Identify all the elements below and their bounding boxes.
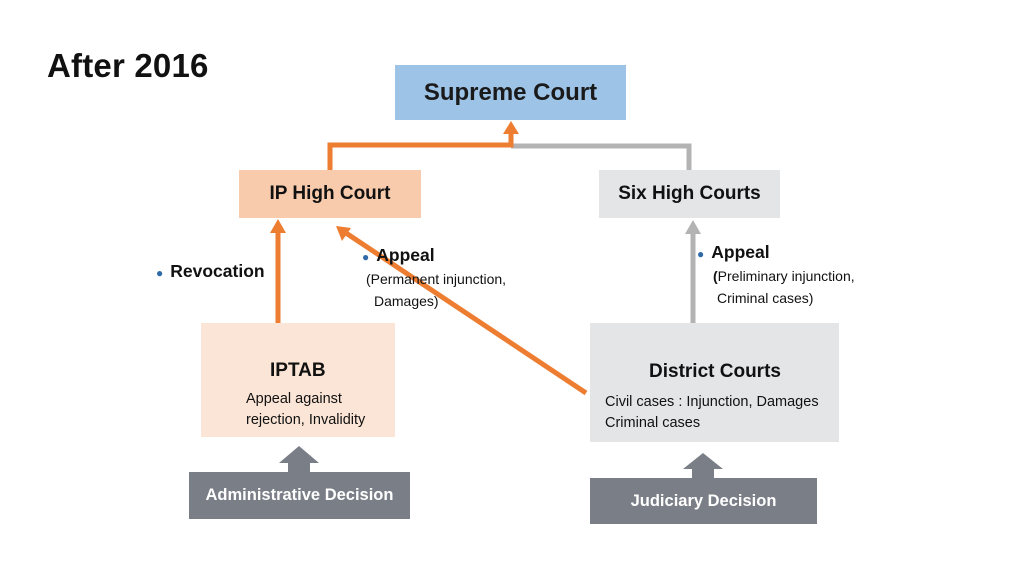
district-line1: Civil cases : Injunction, Damages (605, 394, 819, 410)
bullet-icon: ● (697, 247, 705, 261)
iptab-title: IPTAB (270, 360, 326, 381)
gray-connector-sixhigh-supreme (511, 143, 692, 170)
iptab-description: Appeal against rejection, Invalidity (246, 389, 365, 431)
district-line2: Criminal cases (605, 415, 701, 431)
iptab-line1: Appeal against (246, 391, 342, 407)
orange-connector-iphigh-supreme (327, 133, 514, 170)
administrative-decision-box: Administrative Decision (189, 472, 410, 519)
iptab-box: IPTAB Appeal against rejection, Invalidi… (201, 323, 395, 437)
district-title: District Courts (649, 361, 781, 382)
appeal-six-detail-1: (Preliminary injunction, (713, 268, 855, 284)
district-courts-box: District Courts Civil cases : Injunction… (590, 323, 839, 442)
six-high-courts-box: Six High Courts (599, 170, 780, 218)
arrowhead-supreme (503, 121, 519, 134)
bullet-icon: ● (362, 250, 370, 264)
block-arrow-judiciary (683, 453, 723, 478)
arrowhead-sixhigh (685, 220, 701, 234)
ip-high-court-box: IP High Court (239, 170, 421, 218)
revocation-label: ●Revocation (156, 261, 265, 281)
arrowhead-iphigh (270, 219, 286, 233)
appeal-ip-detail-2: Damages) (374, 293, 439, 309)
judiciary-decision-box: Judiciary Decision (590, 478, 817, 524)
arrowhead-iphigh-diagonal (336, 226, 351, 241)
bullet-icon: ● (156, 266, 164, 280)
appeal-ip-detail-1: (Permanent injunction, (366, 271, 507, 287)
appeal-ip-label: ●Appeal (362, 245, 435, 265)
block-arrow-admin (279, 446, 319, 472)
appeal-six-label: ●Appeal (697, 242, 770, 262)
iptab-line2: rejection, Invalidity (246, 412, 366, 428)
orange-arrow-district-iphigh (344, 230, 588, 396)
district-description: Civil cases : Injunction, Damages Crimin… (605, 392, 819, 434)
appeal-six-detail-2: Criminal cases) (717, 290, 814, 306)
page-title: After 2016 (47, 47, 209, 84)
supreme-court-box: Supreme Court (395, 65, 626, 120)
